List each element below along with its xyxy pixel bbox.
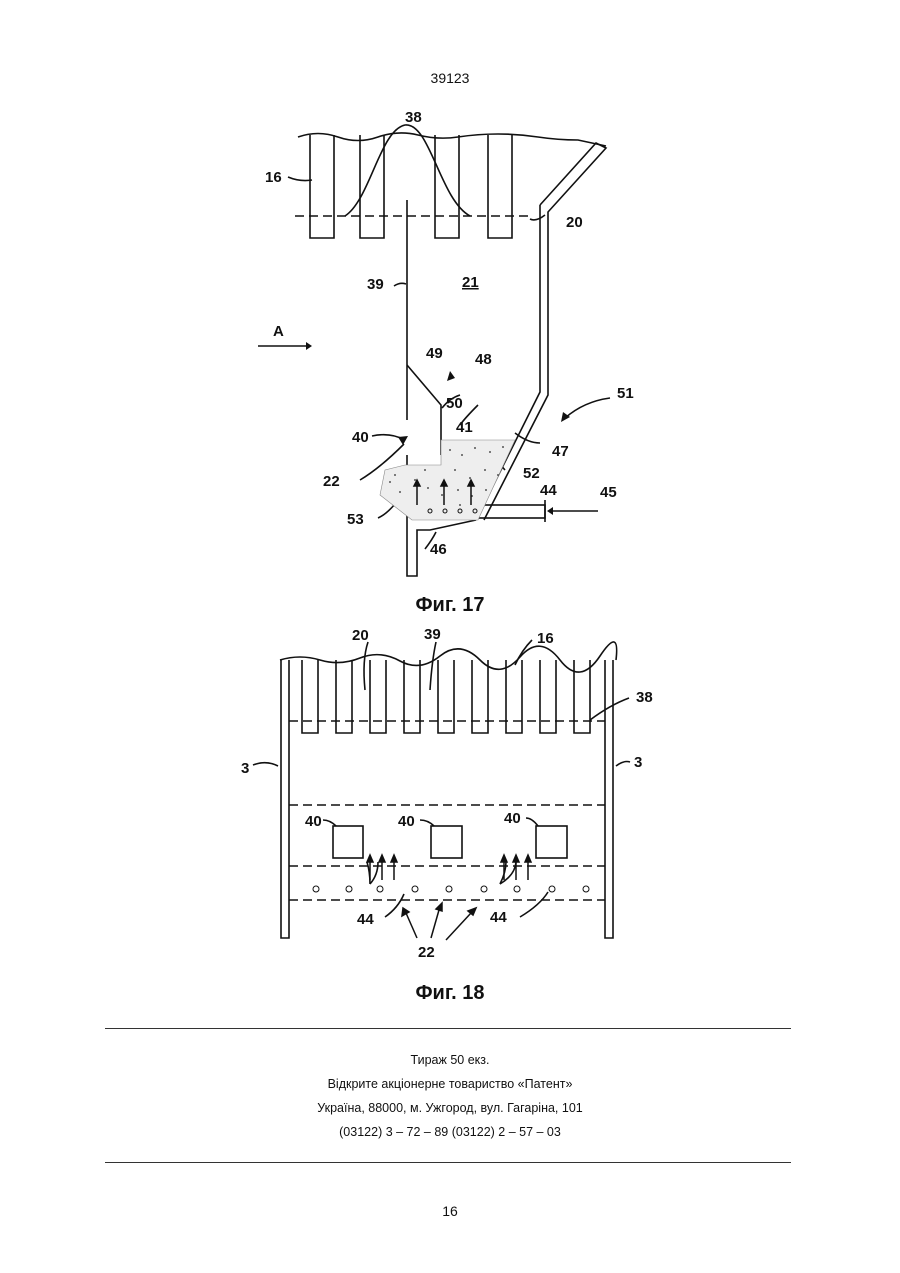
fig17-label-48: 48 (475, 351, 492, 368)
document-number: 39123 (0, 70, 900, 86)
fig18-label-20: 20 (352, 627, 369, 644)
fig17-label-a: A (273, 323, 284, 340)
divider-bottom (105, 1162, 791, 1163)
imprint-publisher: Відкрите акціонерне товариство «Патент» (0, 1077, 900, 1091)
imprint-address: Україна, 88000, м. Ужгород, вул. Гагарін… (0, 1101, 900, 1115)
figure-17-caption: Фиг. 17 (0, 594, 900, 617)
fig18-label-40-b: 40 (398, 813, 415, 830)
fig18-label-3-left: 3 (241, 760, 249, 777)
page-number: 16 (0, 1203, 900, 1219)
fig17-label-46: 46 (430, 541, 447, 558)
fig17-label-45: 45 (600, 484, 617, 501)
fig18-label-16: 16 (537, 630, 554, 647)
fig17-label-22: 22 (323, 473, 340, 490)
fig17-label-41: 41 (456, 419, 473, 436)
fig17-label-47: 47 (552, 443, 569, 460)
fig18-label-39: 39 (424, 626, 441, 643)
fig17-label-40: 40 (352, 429, 369, 446)
fig18-label-40-a: 40 (305, 813, 322, 830)
fig18-label-22: 22 (418, 944, 435, 961)
imprint-circulation: Тираж 50 екз. (0, 1053, 900, 1067)
fig18-label-44-a: 44 (357, 911, 374, 928)
fig18-label-3-right: 3 (634, 754, 642, 771)
fig17-label-16: 16 (265, 169, 282, 186)
imprint-phones: (03122) 3 – 72 – 89 (03122) 2 – 57 – 03 (0, 1125, 900, 1139)
figure-17-drawing: 38 16 20 39 21 A 49 48 51 50 40 41 47 22… (255, 105, 645, 585)
fig18-label-40-c: 40 (504, 810, 521, 827)
fig17-label-52: 52 (523, 465, 540, 482)
fig17-label-39: 39 (367, 276, 384, 293)
figure-18-caption: Фиг. 18 (0, 982, 900, 1005)
fig18-label-44-b: 44 (490, 909, 507, 926)
fig17-label-51: 51 (617, 385, 634, 402)
fig17-label-20: 20 (566, 214, 583, 231)
divider-top (105, 1028, 791, 1029)
fig17-label-21: 21 (462, 274, 479, 291)
fig17-label-44: 44 (540, 482, 557, 499)
fig17-label-49: 49 (426, 345, 443, 362)
figure-18-drawing: 20 39 16 38 3 3 40 40 40 44 44 22 (235, 620, 665, 970)
fig17-label-38: 38 (405, 109, 422, 126)
fig17-label-53: 53 (347, 511, 364, 528)
fig17-label-50: 50 (446, 395, 463, 412)
fig18-label-38: 38 (636, 689, 653, 706)
